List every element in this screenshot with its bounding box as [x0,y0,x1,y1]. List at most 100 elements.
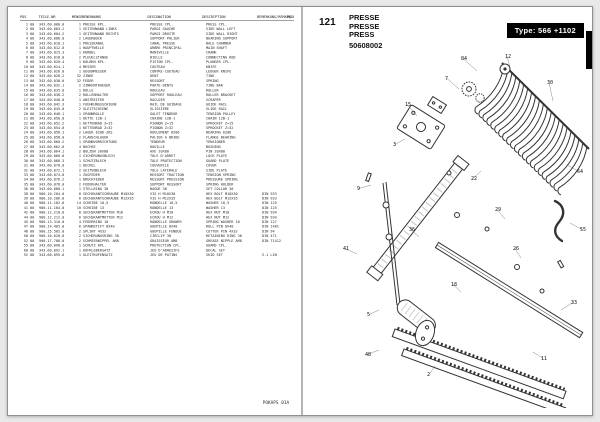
table-cell: SLIDE RAIL [206,107,228,112]
table-cell: 2 [78,93,81,98]
header-rule [20,20,294,21]
table-cell: SECHSKANTMUTTER M12 [83,215,124,220]
mounting-plate [396,104,446,150]
table-cell: KETTENRAD Z=15 [83,121,113,126]
table-cell: CONTRE-COUTEAU [150,69,180,74]
table-cell: CHAIN 12B-1 [206,116,230,121]
table-cell: DOUILLE [150,144,165,149]
table-cell: 900.14.405.0 [39,224,65,229]
reel-hub-inner [503,67,507,71]
table-cell: 2 [78,182,81,187]
table-cell: 00 [30,83,35,88]
callout-number: 3 [393,142,396,148]
table-cell: SCHMIERNIPPEL AM8 [83,238,119,243]
callout-number: 36 [409,227,415,233]
table-cell: 38 [23,191,28,196]
table-cell: HAUPTWELLE [83,46,105,51]
table-cell: 00 [30,36,35,41]
table-cell: LAGERBOCK [83,36,102,41]
table-cell: 1 [78,187,81,192]
callout-leader [358,184,372,189]
callout-leader [566,164,580,172]
table-cell: 2 [78,149,81,154]
table-cell: 00 [30,215,35,220]
table-cell: SUPPORT PALIER [150,36,180,41]
column-header: MENGE [71,15,83,19]
table-cell: 6 [78,224,81,229]
table-cell: SECHSKANTSCHRAUBE M12X35 [83,196,134,201]
table-cell: 31 [23,163,28,168]
table-cell: 40 [23,201,28,206]
tension-spring [553,199,565,243]
table-cell: GOUPILLE 8X40 [150,224,178,229]
table-cell: 52 [23,238,28,243]
table-cell: BEARING 6206 [206,130,232,135]
table-cell: 900.10.206.0 [39,196,65,201]
table-cell: 33 [23,173,28,177]
callout-number: 22 [471,176,477,182]
table-cell: 343.60.092.1 [39,248,65,253]
table-cell: 8 [78,191,81,196]
table-cell: 00 [30,41,35,46]
table-cell: PAROI GAUCHE [150,27,176,32]
table-cell: 900.15.502.0 [39,229,65,234]
table-cell: 1 [78,252,81,257]
table-cell: SCRAPER [206,97,221,102]
table-cell: 00 [30,144,35,149]
callout-leader [366,349,380,355]
gear-small [475,93,485,103]
table-cell: 343.60.062.0 [39,144,65,149]
table-cell: HEX BOLT M12X35 [206,196,238,201]
callout-number: 29 [495,207,501,213]
table-cell: RAIL DE GUIDAGE [150,102,182,107]
table-cell: 343.60.000.0 [39,22,65,27]
table-cell: JEU DE PATINS [150,252,178,257]
table-cell: 2 [78,135,81,140]
table-cell: GLISSIERE [150,107,169,112]
table-cell: 44 [23,215,28,220]
table-cell: 10 [76,205,81,210]
table-cell: GLEITSCHIENE [83,107,109,112]
table-cell: DIN 94 [262,229,275,234]
table-cell: AUFKLEBERSATZ [83,248,111,253]
table-cell: 2 [78,130,81,135]
table-cell: 28 [23,149,28,154]
table-cell: 19 [23,107,28,112]
table-cell: 1 [25,22,28,27]
table-cell: BAGUE 30 [150,187,167,192]
table-cell: 00 [30,196,35,201]
table-cell: 343.60.068.3 [39,158,65,163]
bolt [365,172,372,183]
table-cell: PRESS CPL. [206,22,228,27]
table-cell: 00 [30,111,35,116]
table-cell: BUSHING [206,144,221,149]
table-cell: 00 [30,220,35,225]
reel-tine [478,68,509,119]
title-german: PRESSE [349,13,380,22]
callout-leader [560,302,574,311]
table-cell: SPRING WASHER 10 [206,220,240,225]
table-cell: VIS H M10X30 [150,191,176,196]
type-badge: Type: 566 +1102 [506,23,584,38]
table-cell: 343.60.078.0 [39,182,65,187]
table-cell: SPRING HOLDER [206,182,234,187]
table-cell: SCHEIBE 10,5 [83,201,109,206]
table-cell: LOCK PLATE [206,154,228,159]
assembly-part-number: 50608002 [349,41,383,50]
table-cell: 00 [30,74,35,79]
table-cell: 4 [78,220,81,225]
table-cell: LAGER 6206-2RS [83,130,113,135]
table-cell: PIGNON Z=15 [150,121,174,126]
table-cell: 13 [23,78,28,83]
table-cell: 900.12.212.0 [39,215,65,220]
table-cell: 00 [30,182,35,187]
table-cell: FEDER [83,78,94,83]
